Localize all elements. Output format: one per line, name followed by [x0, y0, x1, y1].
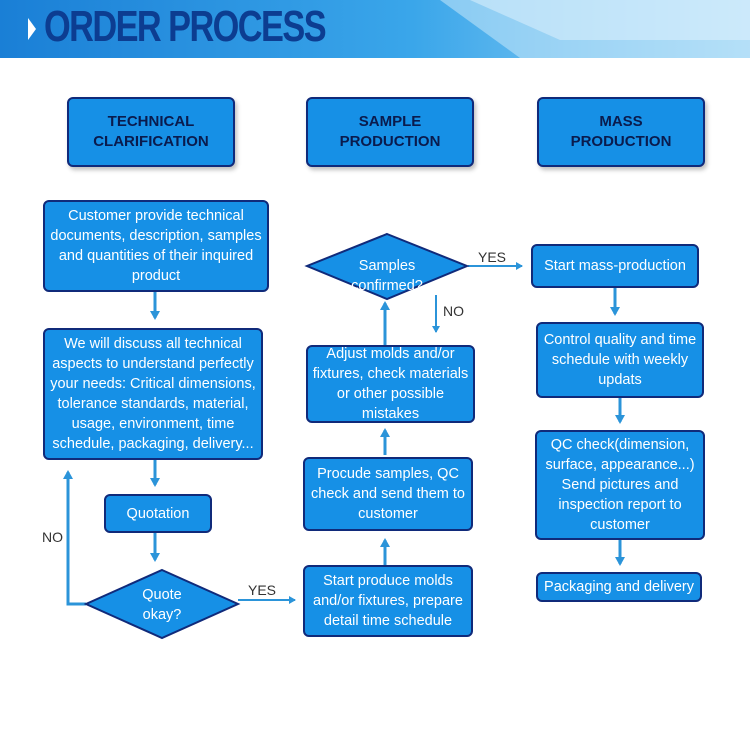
step-quote-okay-text: Quote okay?	[142, 587, 182, 623]
title-arrow-icon	[28, 18, 36, 40]
label-samples-yes: YES	[478, 249, 507, 265]
label-quote-yes: YES	[248, 582, 277, 598]
page-title: ORDER PROCESS	[44, 2, 327, 51]
step-customer-provide: Customer provide technical documents, de…	[43, 200, 269, 292]
step-samples-confirmed-text: Samples confirmed?	[351, 258, 423, 294]
arrow-no-loop-back	[63, 470, 86, 606]
step-produce-samples: Procude samples, QC check and send them …	[303, 457, 473, 531]
column-header-sample: SAMPLE PRODUCTION	[306, 97, 474, 167]
samples-confirmed-diamond	[304, 232, 470, 301]
step-start-molds: Start produce molds and/or fixtures, pre…	[303, 565, 473, 637]
column-header-mass: MASS PRODUCTION	[537, 97, 705, 167]
step-control-quality: Control quality and time schedule with w…	[536, 322, 704, 398]
label-samples-no: NO	[443, 303, 464, 319]
step-qc-check: QC check(dimension, surface, appearance.…	[535, 430, 705, 540]
step-quotation: Quotation	[104, 494, 212, 533]
column-header-technical: TECHNICAL CLARIFICATION	[67, 97, 235, 167]
step-packaging: Packaging and delivery	[536, 572, 702, 602]
step-discuss-aspects: We will discuss all technical aspects to…	[43, 328, 263, 460]
step-start-mass: Start mass-production	[531, 244, 699, 288]
quote-okay-diamond	[83, 568, 241, 640]
step-adjust-molds: Adjust molds and/or fixtures, check mate…	[306, 345, 475, 423]
header-banner	[0, 0, 750, 58]
label-no-loop: NO	[42, 529, 63, 545]
